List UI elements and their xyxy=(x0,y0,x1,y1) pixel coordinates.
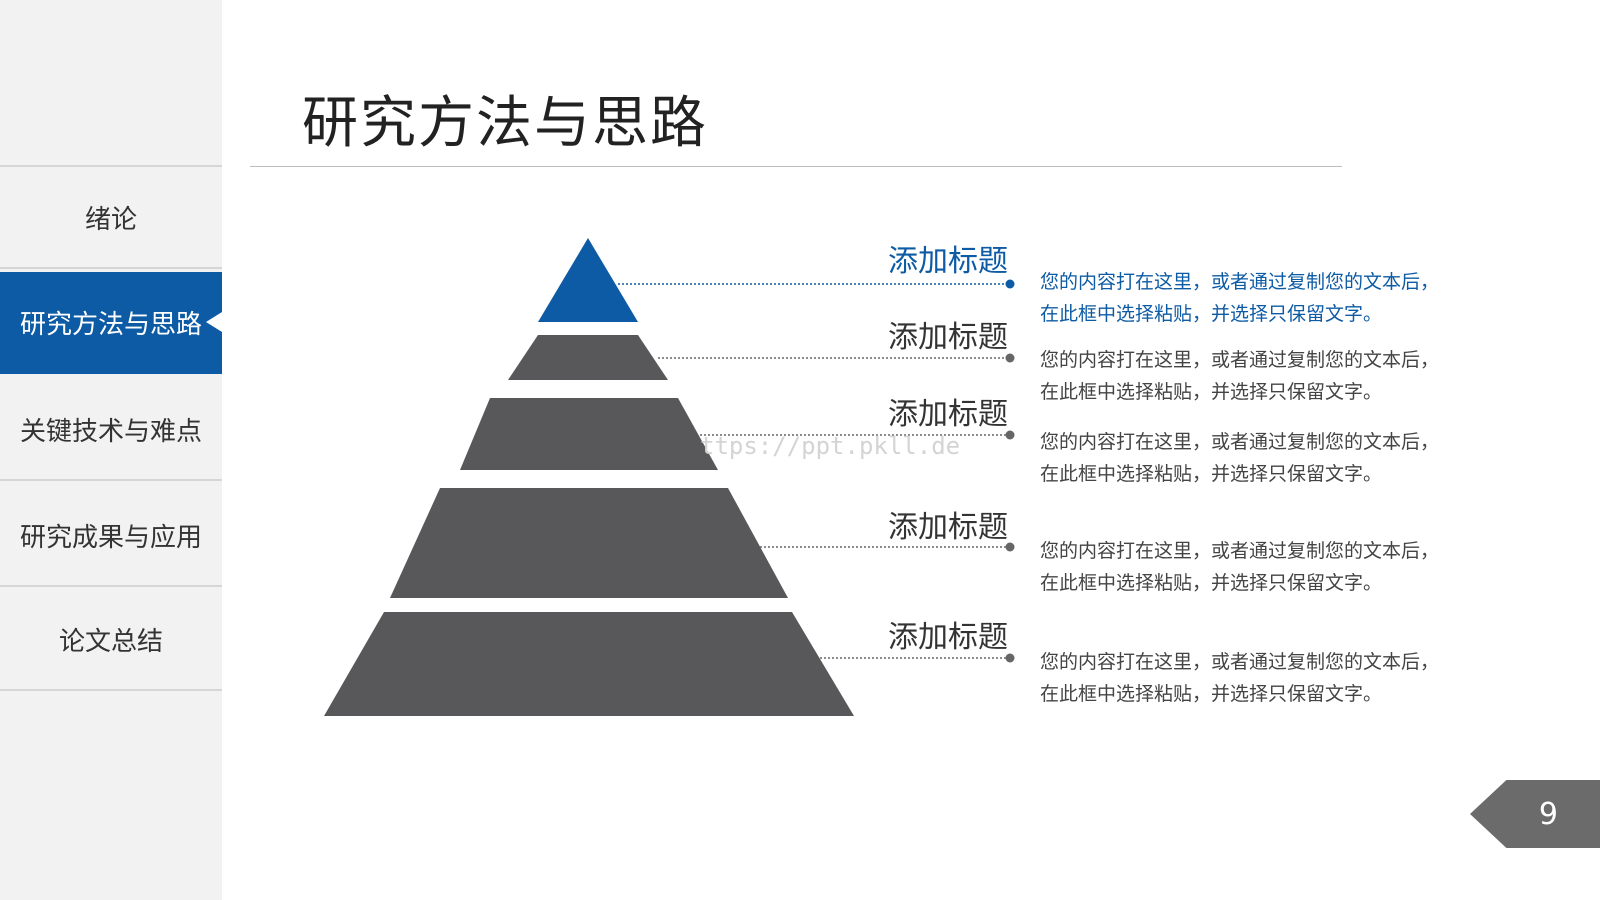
sidebar-item-research-methods[interactable]: 研究方法与思路 xyxy=(0,272,222,374)
connector-dot-1 xyxy=(1005,279,1015,289)
level-desc-line: 在此框中选择粘贴，并选择只保留文字。 xyxy=(1040,381,1383,403)
sidebar-item-label: 论文总结 xyxy=(58,626,163,657)
sidebar-item-label: 研究方法与思路 xyxy=(19,309,202,340)
sidebar-item-thesis-summary[interactable]: 论文总结 xyxy=(0,589,222,691)
level-desc-3: 您的内容打在这里，或者通过复制您的文本后， 在此框中选择粘贴，并选择只保留文字。 xyxy=(1040,426,1480,490)
sidebar-item-introduction[interactable]: 绪论 xyxy=(0,167,222,269)
level-desc-line: 您的内容打在这里，或者通过复制您的文本后， xyxy=(1040,540,1440,562)
level-title-5: 添加标题 xyxy=(888,620,1008,655)
level-desc-2: 您的内容打在这里，或者通过复制您的文本后， 在此框中选择粘贴，并选择只保留文字。 xyxy=(1040,344,1480,408)
level-desc-line: 您的内容打在这里，或者通过复制您的文本后， xyxy=(1040,651,1440,673)
pyramid-tier-3 xyxy=(460,398,718,470)
watermark: ttps://ppt.pkll.de xyxy=(700,432,961,460)
level-desc-line: 在此框中选择粘贴，并选择只保留文字。 xyxy=(1040,572,1383,594)
page-title: 研究方法与思路 xyxy=(302,91,708,156)
sidebar-item-label: 研究成果与应用 xyxy=(19,522,202,553)
sidebar-nav: 绪论 研究方法与思路 关键技术与难点 研究成果与应用 论文总结 xyxy=(0,0,222,900)
pyramid-tier-1 xyxy=(538,238,638,322)
pyramid-tier-5 xyxy=(324,612,854,716)
level-desc-1: 您的内容打在这里，或者通过复制您的文本后， 在此框中选择粘贴，并选择只保留文字。 xyxy=(1040,266,1480,330)
level-desc-line: 您的内容打在这里，或者通过复制您的文本后， xyxy=(1040,431,1440,453)
sidebar-item-label: 绪论 xyxy=(84,204,137,235)
pyramid-tier-2 xyxy=(508,335,668,380)
level-title-2: 添加标题 xyxy=(888,320,1008,355)
page-number-badge: 9 xyxy=(1470,780,1600,848)
level-desc-line: 您的内容打在这里，或者通过复制您的文本后， xyxy=(1040,271,1440,293)
level-title-3: 添加标题 xyxy=(888,397,1008,432)
active-pointer-icon xyxy=(206,312,222,332)
title-divider xyxy=(250,166,1342,167)
sidebar-item-research-results[interactable]: 研究成果与应用 xyxy=(0,485,222,587)
page-number: 9 xyxy=(1538,796,1558,832)
level-desc-line: 在此框中选择粘贴，并选择只保留文字。 xyxy=(1040,463,1383,485)
level-desc-4: 您的内容打在这里，或者通过复制您的文本后， 在此框中选择粘贴，并选择只保留文字。 xyxy=(1040,535,1480,599)
level-title-4: 添加标题 xyxy=(888,510,1008,545)
pyramid-tier-4 xyxy=(390,488,788,598)
sidebar-item-key-technologies[interactable]: 关键技术与难点 xyxy=(0,379,222,481)
level-desc-line: 在此框中选择粘贴，并选择只保留文字。 xyxy=(1040,683,1383,705)
sidebar-item-label: 关键技术与难点 xyxy=(19,416,202,447)
level-desc-line: 您的内容打在这里，或者通过复制您的文本后， xyxy=(1040,349,1440,371)
level-desc-5: 您的内容打在这里，或者通过复制您的文本后， 在此框中选择粘贴，并选择只保留文字。 xyxy=(1040,646,1480,710)
sidebar-divider xyxy=(0,165,222,167)
level-title-1: 添加标题 xyxy=(888,244,1008,279)
level-desc-line: 在此框中选择粘贴，并选择只保留文字。 xyxy=(1040,303,1383,325)
